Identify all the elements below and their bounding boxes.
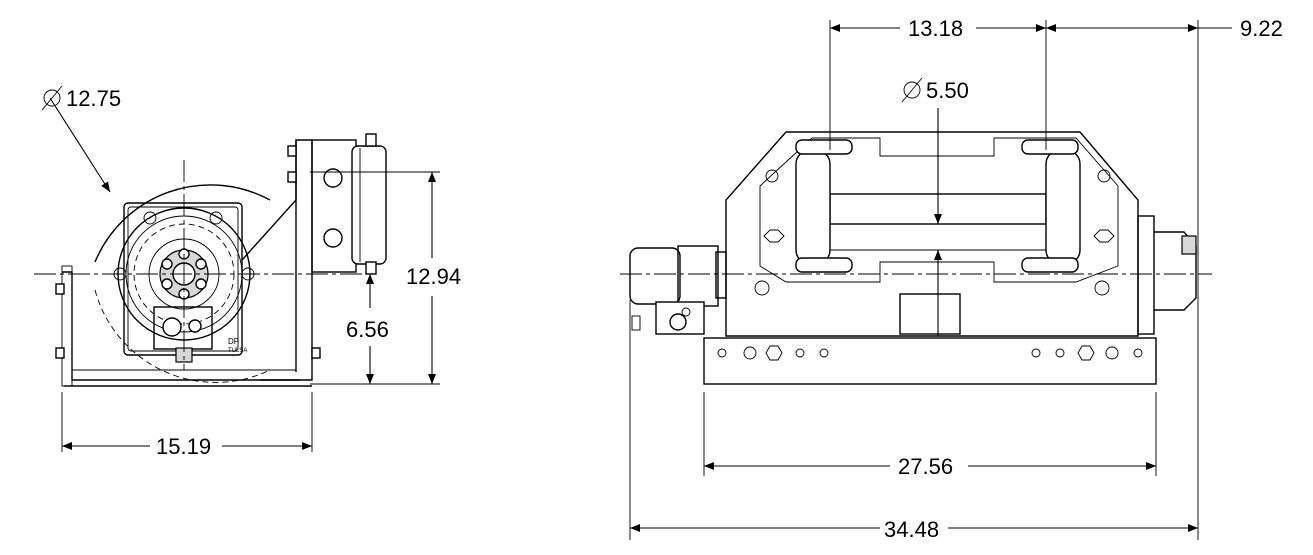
front-view-dimensions: 13.18 9.22 5.50 27.56 34.48 xyxy=(629,16,1283,542)
side-view-dimensions: 12.75 12.94 6.56 15.19 xyxy=(41,85,461,459)
overall-length-label: 34.48 xyxy=(884,517,939,542)
side-view: DP TULSA xyxy=(34,133,440,387)
front-view xyxy=(620,131,1212,385)
diameter-icon xyxy=(41,85,63,111)
frame-bolt-icon xyxy=(754,169,1115,296)
overall-height-label: 12.94 xyxy=(406,264,461,289)
flange-offset-label: 9.22 xyxy=(1240,16,1283,41)
base-length-label: 27.56 xyxy=(898,454,953,479)
diameter-icon xyxy=(901,77,923,103)
svg-text:DP: DP xyxy=(228,337,239,346)
drum-diameter-label: 12.75 xyxy=(66,86,121,111)
base-hole-icon xyxy=(717,345,1143,361)
dp-logo: DP TULSA xyxy=(228,337,247,354)
drum-length-label: 13.18 xyxy=(908,16,963,41)
drum-core-diameter-label: 5.50 xyxy=(926,78,969,103)
width-label: 15.19 xyxy=(156,434,211,459)
svg-text:TULSA: TULSA xyxy=(228,348,247,354)
centerline-height-label: 6.56 xyxy=(346,317,389,342)
